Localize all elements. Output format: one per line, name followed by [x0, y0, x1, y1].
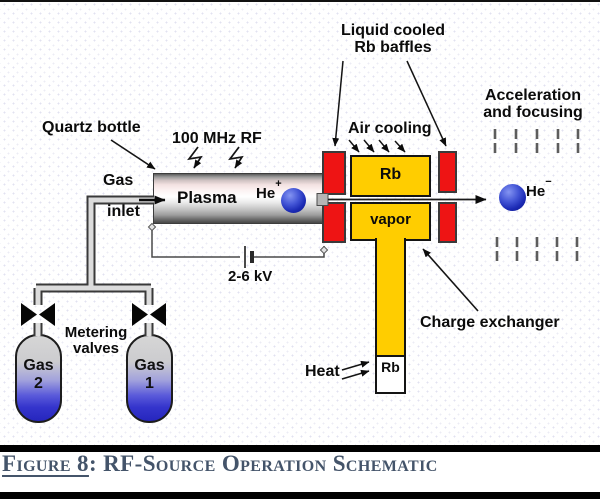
baffle-arrow-left — [332, 60, 344, 147]
rb-chamber-upper — [350, 155, 431, 197]
battery-icon — [244, 246, 254, 268]
metering-valve-left-icon — [21, 303, 55, 326]
heat-arrow-1 — [341, 360, 370, 371]
label-liquid-cooled: Liquid cooled Rb baffles — [341, 22, 445, 56]
gas-bottle-2-label-line2: 2 — [34, 374, 43, 392]
wire-node-left — [147, 222, 157, 232]
beam-nozzle — [316, 193, 329, 206]
air-cooling-arrow-4 — [394, 140, 406, 153]
rb-reservoir-label: Rb — [381, 359, 400, 375]
caption-figure-label: Figure 8 — [2, 451, 89, 476]
label-acceleration: Acceleration and focusing — [483, 87, 583, 121]
gas-bottle-2: Gas 2 — [15, 334, 62, 423]
baffle-right-bottom — [438, 202, 457, 243]
metering-valve-right-icon — [132, 303, 166, 326]
wire-node-right — [319, 245, 329, 255]
caption-rule-top — [0, 445, 600, 452]
baffle-arrow-right — [406, 60, 447, 147]
baffle-right-top — [438, 151, 457, 193]
acceleration-electrodes-bottom — [495, 237, 579, 265]
label-he-minus: He− — [526, 176, 552, 200]
rb-stem-tube — [375, 238, 406, 355]
rb-reservoir-box: Rb — [375, 355, 406, 394]
label-plasma: Plasma — [177, 188, 237, 207]
air-cooling-arrows — [348, 139, 406, 153]
label-charge-exchanger: Charge exchanger — [420, 314, 560, 331]
rf-wave-arrow-2 — [228, 146, 244, 169]
label-gas: Gas — [103, 172, 134, 189]
heat-arrows — [341, 360, 370, 380]
figure-caption: Figure 8: RF-Source Operation Schematic — [2, 451, 598, 477]
charge-exchanger-arrow — [422, 248, 479, 312]
caption-rule-bottom — [0, 492, 600, 499]
caption-title: RF-Source Operation Schematic — [103, 451, 438, 476]
bias-circuit-wire — [151, 227, 325, 258]
gas-bottle-2-label-line1: Gas — [23, 356, 54, 374]
air-cooling-arrow-1 — [348, 139, 360, 153]
top-border-line — [0, 0, 600, 2]
label-air-cooling: Air cooling — [348, 120, 432, 137]
label-quartz-bottle: Quartz bottle — [42, 119, 141, 136]
label-rb-chamber: Rb — [379, 166, 402, 183]
diagram-annotations — [21, 60, 580, 380]
gas-bottle-1: Gas 1 — [126, 334, 173, 423]
baffle-left-top — [322, 151, 346, 195]
gas-pipe-fill — [35, 197, 154, 336]
he-plus-ion-sphere — [281, 188, 306, 213]
he-minus-ion-sphere — [499, 184, 526, 211]
label-inlet: inlet — [107, 203, 140, 220]
heat-arrow-2 — [341, 369, 370, 380]
gas-bottle-1-label-line2: 1 — [145, 374, 154, 392]
label-rf: 100 MHz RF — [172, 130, 262, 147]
he-plus-charge: + — [275, 178, 282, 190]
label-he-plus: He+ — [256, 178, 282, 202]
quartz-bottle-arrow — [110, 139, 156, 170]
air-cooling-arrow-3 — [378, 139, 390, 153]
baffle-left-bottom — [322, 202, 346, 243]
he-minus-charge: − — [545, 176, 552, 188]
air-cooling-arrow-2 — [363, 139, 375, 153]
label-voltage: 2-6 kV — [228, 268, 273, 285]
label-vapor: vapor — [370, 211, 411, 228]
caption-separator: : — [88, 451, 104, 476]
label-heat: Heat — [305, 363, 340, 380]
acceleration-electrodes-top — [493, 129, 580, 157]
rb-chamber-lower — [350, 202, 431, 241]
rf-wave-arrow-1 — [187, 146, 203, 169]
gas-bottle-1-label-line1: Gas — [134, 356, 165, 374]
label-metering-valves: Metering valves — [64, 324, 128, 357]
